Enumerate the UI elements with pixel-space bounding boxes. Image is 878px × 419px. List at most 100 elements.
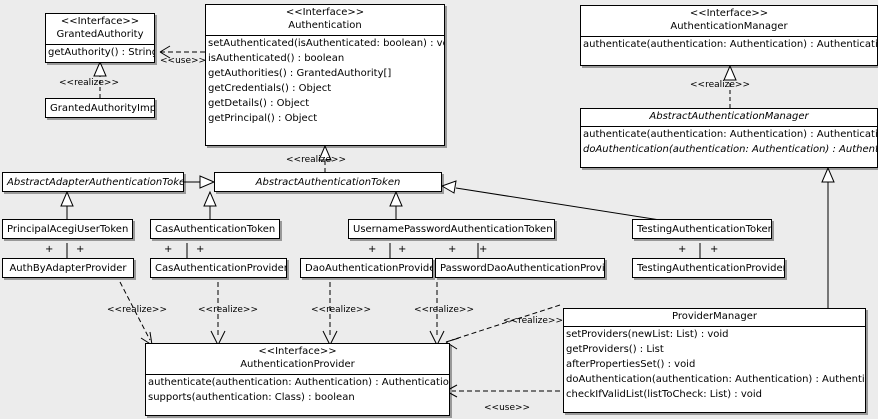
operations-compartment: getAuthority() : String [46, 45, 154, 60]
operation-abstract: doAuthentication(authentication: Authent… [583, 144, 877, 155]
class-name: GrantedAuthority [56, 29, 144, 40]
operation: setAuthenticated(isAuthenticated: boolea… [208, 38, 444, 49]
edge-generalize-username-password-token [389, 190, 403, 219]
class-name: PrincipalAcegiUserToken [7, 224, 129, 235]
class-name: AuthByAdapterProvider [9, 263, 127, 274]
class-name: DaoAuthenticationProvider [305, 263, 433, 274]
class-header: <<Interface>> AuthenticationProvider [146, 344, 449, 374]
operation: doAuthentication(authentication: Authent… [566, 374, 865, 385]
assoc-marker-plus: + [368, 244, 377, 255]
operation: getAuthorities() : GrantedAuthority[] [208, 68, 392, 79]
class-name: GrantedAuthorityImpl [50, 103, 155, 114]
operation: getProviders() : List [566, 344, 664, 355]
class-abstract-authentication-manager[interactable]: AbstractAuthenticationManager authentica… [580, 108, 878, 168]
edge-label-realize-auth-by-adapter: <<realize>> [107, 305, 167, 315]
assoc-marker-plus: + [45, 244, 54, 255]
stereotype-label: <<Interface>> [60, 16, 140, 27]
assoc-marker-plus: + [710, 244, 719, 255]
edge-generalize-cas-token [203, 190, 217, 219]
class-auth-by-adapter-provider[interactable]: AuthByAdapterProvider [2, 258, 134, 278]
edge-label-use-granted-authority: <<use>> [160, 56, 207, 66]
class-header: <<Interface>> GrantedAuthority [46, 14, 154, 44]
class-username-password-authentication-token[interactable]: UsernamePasswordAuthenticationToken [348, 219, 555, 239]
class-abstract-adapter-authentication-token[interactable]: AbstractAdapterAuthenticationToken [2, 172, 184, 192]
class-name: TestingAuthenticationToken [637, 224, 772, 235]
class-name: ProviderManager [671, 311, 757, 322]
operation: getDetails() : Object [208, 98, 310, 109]
edge-generalize-testing-token [440, 180, 661, 221]
compartment-separator [564, 326, 865, 327]
class-password-dao-authentication-provider[interactable]: PasswordDaoAuthenticationProvider [435, 258, 605, 278]
class-header: AbstractAuthenticationManager [581, 109, 877, 126]
class-name: TestingAuthenticationProvider [637, 263, 785, 274]
assoc-marker-plus: + [448, 244, 457, 255]
operation: getAuthority() : String [48, 47, 154, 58]
class-name: CasAuthenticationProvider [155, 263, 287, 274]
class-header: <<Interface>> AuthenticationManager [581, 6, 877, 36]
edge-label-realize-abstract-authentication-token: <<realize>> [286, 155, 346, 165]
compartment-separator [581, 36, 877, 37]
operations-compartment: authenticate(authentication: Authenticat… [581, 37, 877, 52]
class-name: AbstractAuthenticationManager [649, 111, 809, 122]
compartment-separator [146, 374, 449, 375]
operations-compartment: authenticate(authentication: Authenticat… [146, 375, 449, 405]
edge-generalize-principal-acegi-token [60, 190, 74, 219]
operation: afterPropertiesSet() : void [566, 359, 696, 370]
operation: authenticate(authentication: Authenticat… [148, 377, 449, 388]
class-name: PasswordDaoAuthenticationProvider [440, 263, 605, 274]
operation: supports(authentication: Class) : boolea… [148, 392, 355, 403]
class-cas-authentication-provider[interactable]: CasAuthenticationProvider [150, 258, 287, 278]
class-name: CasAuthenticationToken [155, 224, 276, 235]
assoc-marker-plus: + [164, 244, 173, 255]
compartment-separator [46, 44, 154, 45]
operation: authenticate(authentication: Authenticat… [583, 39, 877, 50]
edge-label-realize-provider-manager: <<realize>> [503, 316, 563, 326]
assoc-marker-plus: + [479, 244, 488, 255]
class-name: UsernamePasswordAuthenticationToken [353, 224, 553, 235]
class-provider-manager[interactable]: ProviderManager setProviders(newList: Li… [563, 308, 866, 413]
edge-generalize-provider-manager [821, 166, 835, 308]
edge-generalize-adapter-token [184, 175, 216, 189]
edge-label-realize-dao-provider: <<realize>> [311, 305, 371, 315]
class-authentication[interactable]: <<Interface>> Authentication setAuthenti… [205, 4, 445, 146]
edge-label-realize-abstract-authentication-manager: <<realize>> [690, 80, 750, 90]
class-name: AbstractAdapterAuthenticationToken [7, 177, 184, 188]
class-testing-authentication-token[interactable]: TestingAuthenticationToken [632, 219, 772, 239]
class-testing-authentication-provider[interactable]: TestingAuthenticationProvider [632, 258, 785, 278]
class-authentication-manager[interactable]: <<Interface>> AuthenticationManager auth… [580, 5, 878, 66]
operations-compartment: setAuthenticated(isAuthenticated: boolea… [206, 36, 444, 126]
operation: getPrincipal() : Object [208, 113, 318, 124]
operation: getCredentials() : Object [208, 83, 332, 94]
stereotype-label: <<Interface>> [258, 346, 337, 357]
operations-compartment: authenticate(authentication: Authenticat… [581, 127, 877, 157]
class-dao-authentication-provider[interactable]: DaoAuthenticationProvider [300, 258, 433, 278]
edge-use-provider-manager [445, 384, 560, 398]
assoc-marker-plus: + [196, 244, 205, 255]
stereotype-label: <<Interface>> [689, 8, 769, 19]
edge-label-realize-password-dao-provider: <<realize>> [414, 305, 474, 315]
class-granted-authority[interactable]: <<Interface>> GrantedAuthority getAuthor… [45, 13, 155, 63]
class-authentication-provider[interactable]: <<Interface>> AuthenticationProvider aut… [145, 343, 450, 416]
operation: setProviders(newList: List) : void [566, 329, 729, 340]
class-abstract-authentication-token[interactable]: AbstractAuthenticationToken [214, 172, 442, 192]
class-granted-authority-impl[interactable]: GrantedAuthorityImpl [45, 98, 155, 118]
edge-label-use-provider-manager: <<use>> [484, 403, 531, 413]
class-principal-acegi-user-token[interactable]: PrincipalAcegiUserToken [2, 219, 133, 239]
assoc-marker-plus: + [76, 244, 85, 255]
compartment-separator [581, 126, 877, 127]
class-name: AbstractAuthenticationToken [255, 177, 401, 188]
class-header: ProviderManager [564, 309, 865, 326]
operation: isAuthenticated() : boolean [208, 53, 345, 64]
compartment-separator [206, 35, 444, 36]
operations-compartment: setProviders(newList: List) : void getPr… [564, 327, 865, 402]
assoc-marker-plus: + [398, 244, 407, 255]
class-name: Authentication [288, 20, 362, 31]
operation: checkIfValidList(listToCheck: List) : vo… [566, 389, 763, 400]
operation: authenticate(authentication: Authenticat… [583, 129, 877, 140]
edge-label-realize-granted-authority-impl: <<realize>> [59, 78, 119, 88]
stereotype-label: <<Interface>> [285, 7, 365, 18]
class-cas-authentication-token[interactable]: CasAuthenticationToken [150, 219, 280, 239]
class-name: AuthenticationManager [670, 21, 788, 32]
class-header: <<Interface>> Authentication [206, 5, 444, 35]
